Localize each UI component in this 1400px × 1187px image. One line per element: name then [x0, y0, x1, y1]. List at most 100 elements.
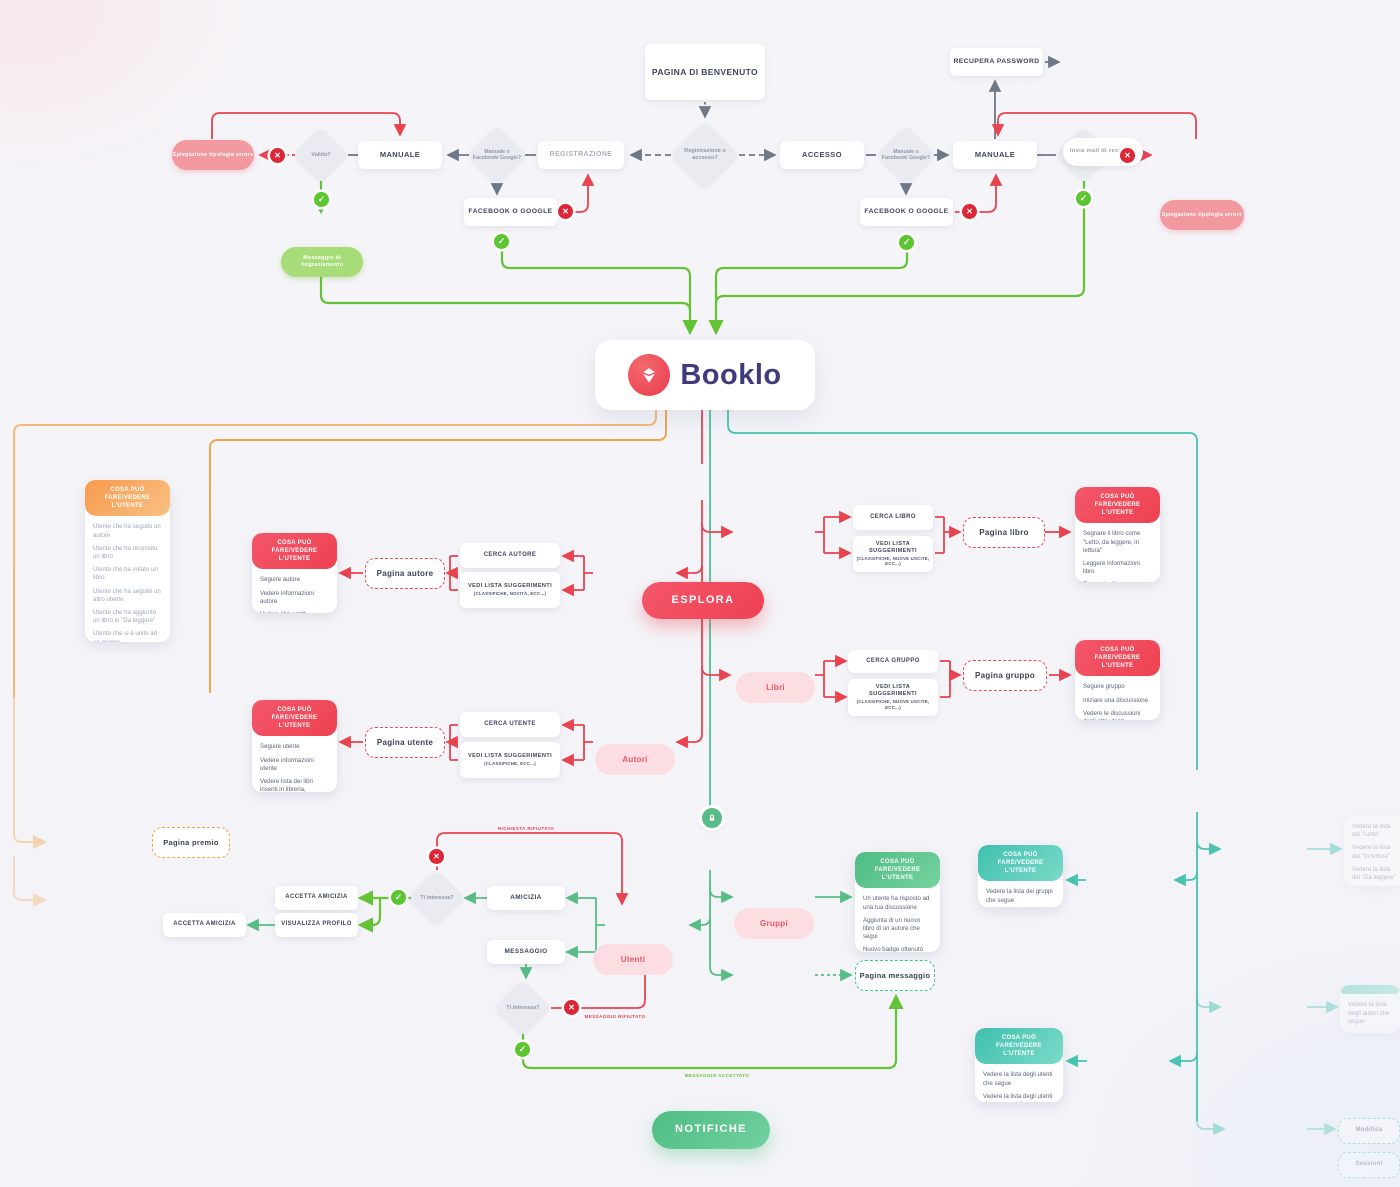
panel-header: COSA PUÒ FARE/VEDERE L'UTENTE: [1075, 487, 1160, 524]
recupera-password-box: RECUPERA PASSWORD: [950, 48, 1043, 76]
cerca-utente-box: CERCA UTENTE: [460, 712, 560, 737]
ringraziamento-pill-label: Messaggio di ringraziamento: [300, 255, 344, 268]
cerca-gruppo-box-label: CERCA GRUPPO: [866, 657, 920, 664]
panel-item: Vedere la lista dei gruppi che segue: [986, 888, 1053, 904]
pagina-utente-dashed: Pagina utente: [365, 727, 445, 758]
badge-x-facebook-right: ✕: [962, 204, 977, 219]
panel-item: Utente che si è unito ad un gruppo: [93, 630, 158, 642]
panel-item: Vedere le discussioni degli altri utenti: [1083, 709, 1141, 720]
visualizza-profilo-box-label: VISUALIZZA PROFILO: [281, 921, 352, 928]
badge-x-facebook-left: ✕: [558, 204, 573, 219]
booklo-gem-icon: [642, 368, 657, 383]
utenti-pill-label: Utenti: [620, 954, 646, 964]
label-messaggio-rifiutato: MESSAGGIO RIFIUTATO: [582, 1012, 648, 1021]
manuale-right-box-label: MANUALE: [974, 150, 1016, 160]
invia-mail-pill-label: Invia mail di recupero: [1069, 148, 1137, 155]
panel-item: Vedere la lista degli utenti che segue: [983, 1071, 1053, 1087]
pagina-premio-dashed: Pagina premio: [152, 827, 230, 858]
diamond-metodo-left: Manuale o Facebook/ Google?: [466, 124, 528, 186]
badge-check-interessa-1: ✓: [391, 890, 406, 905]
panel-item: Vedere lista dei libri inseriti in libre…: [260, 777, 313, 792]
diamond-ti-interessa-1: Ti interessa?: [409, 870, 465, 926]
notifiche-pill: NOTIFICHE: [652, 1111, 770, 1149]
booklo-logo: Booklo: [595, 340, 815, 410]
facebook-right-box: FACEBOOK O GOOGLE: [860, 198, 953, 226]
check-icon: ✓: [518, 1044, 527, 1054]
badge-check-facebook-right: ✓: [899, 235, 914, 250]
panel-item: Vedere la lista degli autori che segue: [1348, 1001, 1390, 1025]
modifica-dashed-label: Modifica: [1355, 1127, 1383, 1134]
x-icon: ✕: [568, 1003, 575, 1012]
diamond-label: Valido?: [311, 151, 331, 158]
badge-check-valido-left: ✓: [314, 192, 329, 207]
x-icon: ✕: [1124, 151, 1131, 160]
panel-item: Utente che ha seguito un autore: [93, 523, 161, 539]
pagina-gruppo-dashed-label: Pagina gruppo: [975, 670, 1035, 680]
manuale-left-box-label: MANUALE: [379, 150, 421, 160]
panel-item: Vedere la lista dei "In lettura": [1352, 844, 1391, 860]
panel-header: COSA PUÒ FARE/VEDERE L'UTENTE: [1075, 640, 1160, 677]
accetta-amicizia-box-2: ACCETTA AMICIZIA: [163, 913, 246, 937]
welcome-box-label: PAGINA DI BENVENUTO: [651, 66, 759, 77]
facebook-left-box-label: FACEBOOK O GOOGLE: [468, 207, 553, 215]
x-icon: ✕: [274, 151, 281, 160]
autori-pill-label: Autori: [622, 754, 648, 764]
errore-pill-left-label: Spiegazione tipologia errore: [172, 151, 254, 158]
cerca-autore-box: CERCA AUTORE: [460, 543, 560, 568]
lock-glyph: [709, 814, 715, 821]
panel-item: Segnare il libro come "Letto, da leggere…: [1083, 530, 1141, 554]
vedi-lista-utenti-box-sublabel: (CLASSIFICHE, ECC...): [484, 761, 536, 767]
diamond-valido-left: Valido?: [293, 127, 349, 183]
vedi-lista-utenti-box: VEDI LISTA SUGGERIMENTI(CLASSIFICHE, ECC…: [460, 742, 560, 778]
panel-item: Iniziare una discussione: [1083, 696, 1149, 704]
accetta-amicizia-box-1-label: ACCETTA AMICIZIA: [285, 894, 348, 901]
facebook-left-box: FACEBOOK O GOOGLE: [464, 198, 557, 226]
recupera-password-box-label: RECUPERA PASSWORD: [953, 57, 1040, 65]
check-icon: ✓: [317, 194, 326, 204]
vedi-lista-autori-box: VEDI LISTA SUGGERIMENTI(CLASSIFICHE, NOV…: [460, 572, 560, 608]
badge-check-valido-right: ✓: [1076, 191, 1091, 206]
check-icon: ✓: [902, 237, 911, 247]
panel-header: COSA PUÒ FARE/VEDERE L'UTENTE: [978, 845, 1063, 882]
panel-item: Vedere informazioni utente: [260, 756, 314, 772]
pagina-gruppo-dashed: Pagina gruppo: [963, 660, 1047, 691]
pagina-libro-dashed-label: Pagina libro: [979, 527, 1029, 537]
pagina-libro-dashed: Pagina libro: [963, 517, 1045, 548]
accetta-amicizia-box-2-label: ACCETTA AMICIZIA: [173, 921, 236, 928]
panel-item: Seguire gruppo: [1083, 683, 1125, 691]
manuale-left-box: MANUALE: [358, 141, 442, 169]
vedi-lista-autori-box-label: VEDI LISTA SUGGERIMENTI: [467, 583, 553, 590]
panel-gruppo: COSA PUÒ FARE/VEDERE L'UTENTE Seguire gru…: [1075, 640, 1160, 720]
panel-item: Vedere la lista degli utenti che seguono…: [983, 1092, 1053, 1102]
x-icon: ✕: [433, 852, 440, 861]
vedi-lista-gruppi-box-sublabel: (CLASSIFICHE, NUOVE USCITE, ECC...): [856, 699, 930, 710]
diamond-label: Registrazione o accesso?: [684, 148, 726, 161]
gruppi-pill: Gruppi: [734, 908, 814, 939]
pagina-utente-dashed-label: Pagina utente: [376, 737, 434, 747]
panel-libri-salvati: Vedere la lista dei "Letto"Vedere la lis…: [1344, 816, 1400, 886]
messaggio-box-label: MESSAGGIO: [504, 948, 548, 955]
modifica-dashed: Modifica: [1338, 1118, 1400, 1144]
esplora-pill-label: ESPLORA: [671, 593, 735, 606]
panel-header: COSA PUÒ FARE/VEDERE L'UTENTE: [855, 852, 940, 889]
diamond-registrazione-accesso: Registrazione o accesso?: [670, 120, 740, 190]
autori-pill: Autori: [595, 744, 675, 775]
x-icon: ✕: [562, 207, 569, 216]
panel-item: Nuovo badge ottenuto: [863, 946, 923, 952]
panel-item: Vedere la lista dei "Da leggere": [1352, 865, 1396, 882]
panel-header: COSA PUÒ FARE/VEDERE L'UTENTE: [975, 1028, 1063, 1065]
amicizia-box: AMICIZIA: [487, 886, 565, 910]
diamond-label: Manuale o Facebook/ Google?: [472, 148, 522, 162]
diamond-ti-interessa-2: Ti interessa?: [495, 980, 551, 1036]
notifiche-bell-badge: [702, 808, 722, 828]
vedi-lista-libri-box-label: VEDI LISTA SUGGERIMENTI: [869, 540, 917, 554]
panel-item: Utente che ha recensito un libro: [93, 544, 158, 560]
badge-check-facebook-left: ✓: [494, 234, 509, 249]
label-richiesta-rifiutata-label: RICHIESTA RIFIUTATA: [497, 825, 555, 831]
booklo-logo-icon: [628, 354, 671, 396]
panel-item: Leggere informazioni libro: [1083, 559, 1140, 576]
libri-pill: Libri: [736, 672, 815, 703]
